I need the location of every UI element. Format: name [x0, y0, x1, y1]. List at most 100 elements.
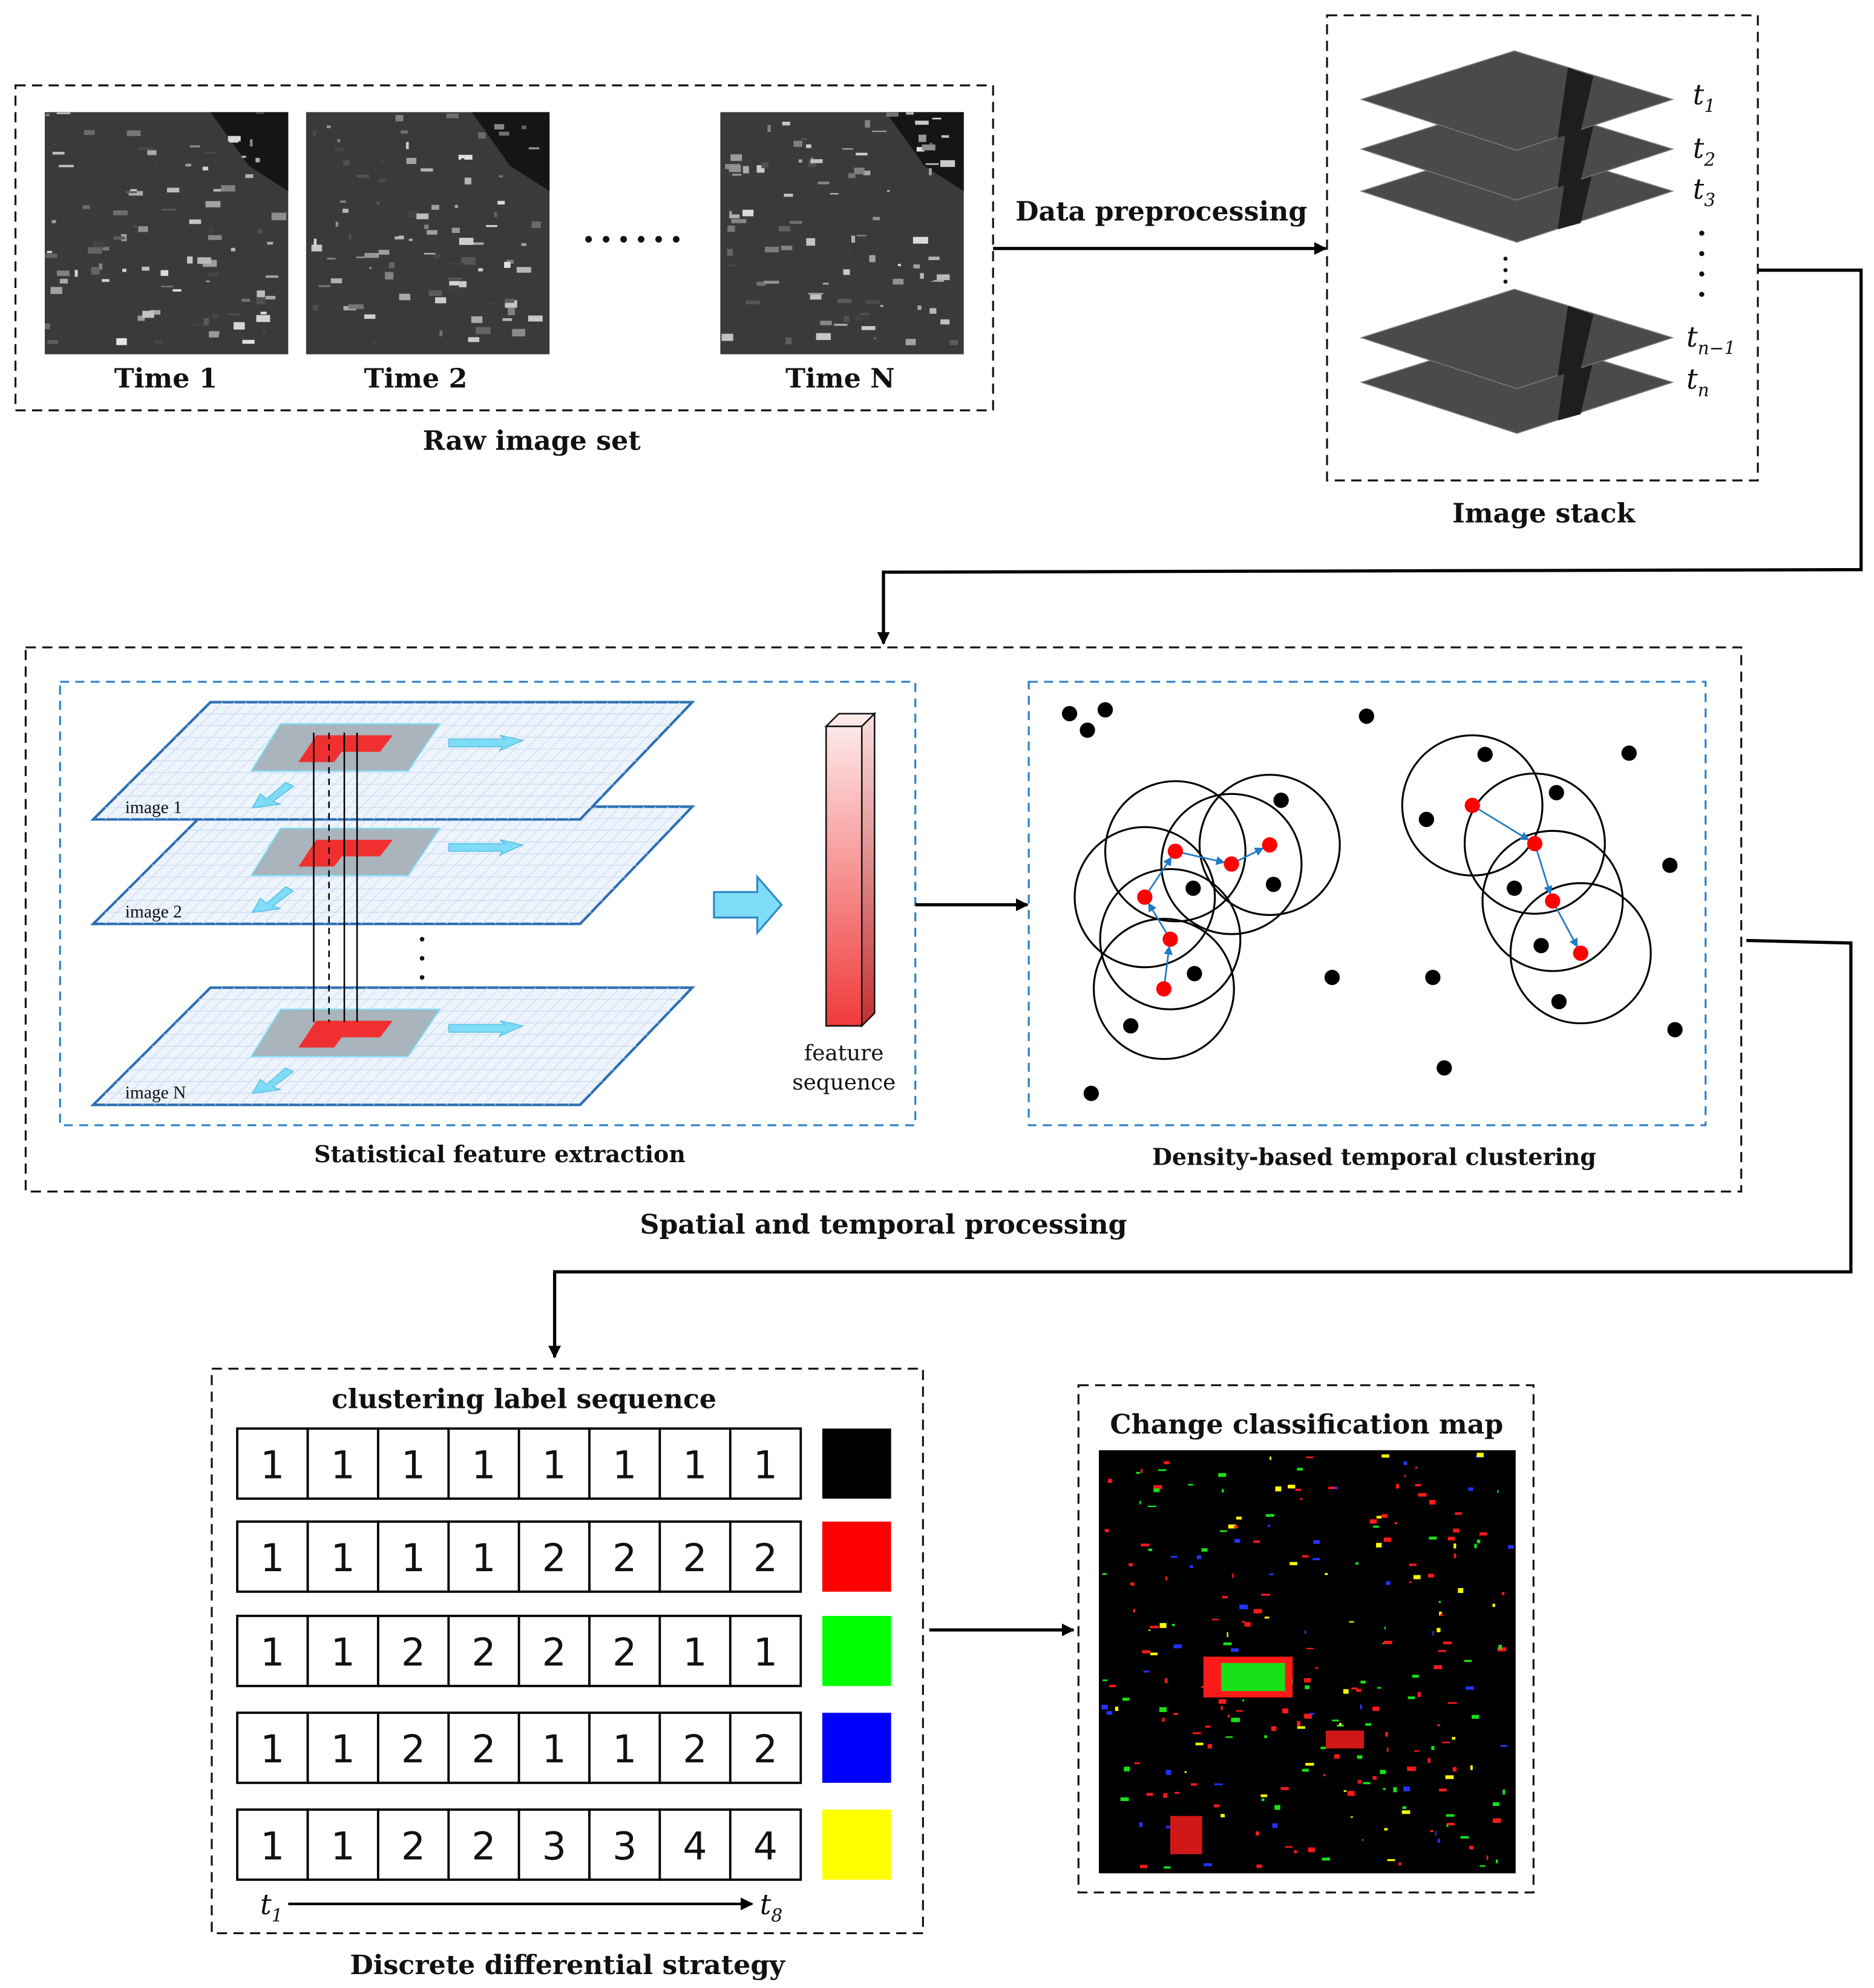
noise-point	[1621, 745, 1637, 761]
change-pixel	[1396, 1483, 1399, 1489]
change-pixel	[1175, 1791, 1179, 1794]
change-pixel	[1498, 1644, 1502, 1650]
label-cell	[447, 1615, 520, 1687]
change-pixel	[1227, 1632, 1228, 1637]
change-pixel	[1294, 1850, 1297, 1854]
change-pixel	[1409, 1563, 1417, 1566]
noise-point	[1437, 1060, 1452, 1076]
change-pixel	[1427, 1757, 1430, 1764]
change-pixel	[1432, 1630, 1434, 1636]
label-cell-value: 1	[331, 1727, 355, 1771]
label-cell	[376, 1808, 450, 1881]
center-pixel-patch	[298, 840, 393, 867]
change-pixel	[1313, 1540, 1320, 1544]
change-pixel	[1458, 1588, 1464, 1594]
label-cell-value: 2	[753, 1535, 778, 1580]
change-pixel	[1122, 1698, 1130, 1701]
change-pixel	[1222, 1489, 1224, 1493]
image-stack-box	[1326, 14, 1759, 482]
change-pixel	[1460, 1836, 1469, 1839]
change-pixel	[1383, 1788, 1386, 1790]
label-cell	[729, 1808, 802, 1881]
label-cell	[729, 1712, 802, 1784]
change-pixel	[1351, 1687, 1358, 1690]
change-pixel	[1380, 1770, 1386, 1774]
change-pixel	[1196, 1555, 1201, 1560]
time-label-t1: t1	[1693, 79, 1715, 117]
change-pixel	[1455, 1512, 1462, 1515]
image-plane-1: image 1	[90, 701, 695, 821]
change-pixel	[1437, 1724, 1440, 1727]
change-pixel	[1148, 1629, 1151, 1631]
noise-point	[1358, 708, 1374, 724]
time-label-tn: tn	[1686, 362, 1709, 401]
core-point	[1156, 981, 1172, 997]
noise-point	[1273, 793, 1289, 808]
label-cell-value: 2	[401, 1630, 425, 1675]
feature-label-line1: feature	[804, 1041, 884, 1066]
label-cell	[517, 1615, 591, 1687]
change-pixel	[1412, 1675, 1419, 1678]
change-pixel	[1253, 1609, 1262, 1614]
change-pixel	[1351, 1816, 1353, 1818]
change-pixel	[1231, 1718, 1240, 1722]
label-cell-value: 1	[753, 1442, 778, 1487]
label-sequence-box	[211, 1367, 924, 1935]
noise-point	[1187, 966, 1202, 981]
change-pixel	[1133, 1609, 1136, 1613]
time-axis-start: t1	[260, 1888, 283, 1926]
label-cell-value: 2	[471, 1823, 496, 1868]
label-cell-value: 1	[612, 1442, 637, 1487]
change-pixel	[1468, 1487, 1473, 1491]
change-pixel	[1256, 1864, 1262, 1868]
neighborhood-circle	[1093, 918, 1235, 1061]
clustering-box	[1027, 681, 1707, 1126]
change-pixel	[1191, 1783, 1197, 1786]
class-color-swatch	[822, 1713, 891, 1783]
change-pixel	[1104, 1529, 1109, 1532]
change-pixel	[1469, 1845, 1474, 1849]
change-pixel	[1236, 1516, 1242, 1520]
change-pixel	[1102, 1573, 1107, 1575]
change-map-image	[1099, 1450, 1516, 1874]
class-color-swatch	[822, 1522, 891, 1592]
change-pixel	[1500, 1745, 1507, 1747]
label-cell-value: 1	[542, 1442, 566, 1487]
change-pixel	[1320, 1747, 1326, 1750]
time-label-t2: t2	[1693, 132, 1715, 170]
change-pixel	[1288, 1485, 1296, 1489]
change-pixel	[1270, 1456, 1272, 1460]
change-pixel	[1453, 1528, 1460, 1533]
change-pixel	[1130, 1582, 1135, 1586]
label-cell-value: 2	[542, 1535, 566, 1580]
noise-point	[1548, 785, 1564, 800]
label-cell-value: 1	[401, 1442, 425, 1487]
change-pixel	[1372, 1706, 1380, 1712]
image-plane-label: image 2	[125, 903, 182, 922]
feature-label-line2: sequence	[792, 1070, 896, 1095]
change-pixel	[1409, 1581, 1412, 1583]
label-cell-value: 1	[331, 1823, 355, 1868]
label-cell-value: 1	[612, 1727, 637, 1771]
time-n-label: Time N	[785, 362, 894, 394]
change-pixel	[1143, 1670, 1150, 1673]
label-cell-value: 1	[683, 1442, 707, 1487]
change-pixel	[1360, 1704, 1362, 1710]
change-pixel	[1236, 1710, 1243, 1712]
change-pixel	[1139, 1500, 1141, 1505]
slide-right-arrow-icon	[448, 1020, 525, 1038]
label-cell-value: 1	[471, 1535, 496, 1580]
feature-arrow-icon	[713, 874, 783, 936]
processing-caption: Spatial and temporal processing	[640, 1209, 1127, 1240]
change-pixel	[1264, 1617, 1270, 1619]
noise-point	[1061, 705, 1078, 722]
change-pixel	[1312, 1558, 1320, 1560]
noise-point	[1097, 702, 1113, 718]
core-point	[1162, 931, 1178, 947]
image-plane-3: image N	[90, 986, 695, 1107]
change-pixel	[1204, 1863, 1212, 1866]
change-pixel	[1452, 1737, 1456, 1740]
